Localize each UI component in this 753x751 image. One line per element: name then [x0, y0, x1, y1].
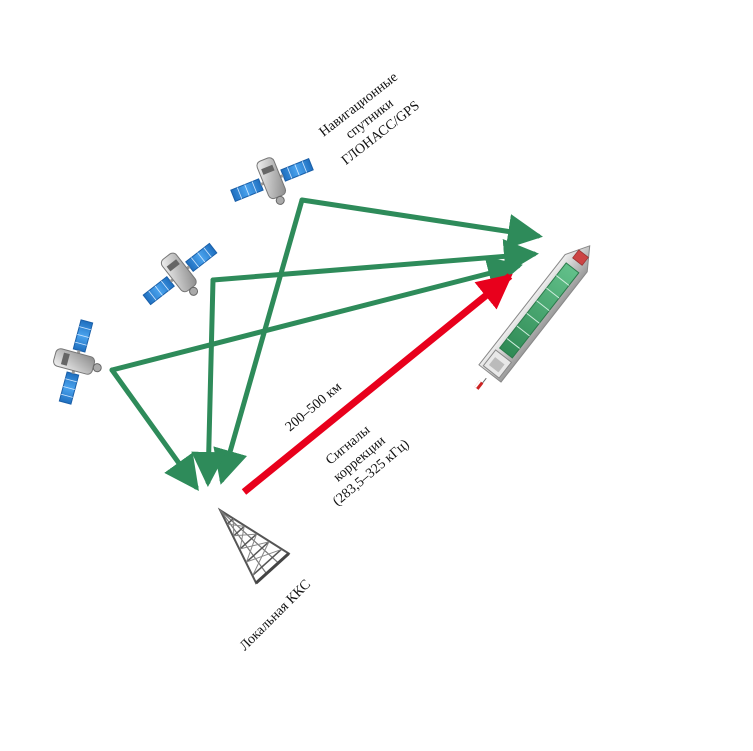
link-sat1-ship: [299, 197, 543, 249]
link-sat2-station: [191, 277, 227, 487]
satellites-label: Навигационные спутники ГЛОНАСС/GPS: [317, 70, 423, 168]
link-sat2-ship: [210, 238, 539, 283]
distance-label: 200–500 км: [283, 380, 345, 435]
satellite-icon: [142, 242, 218, 306]
link-sat3-ship: [109, 256, 523, 373]
satellite-icon: [230, 157, 314, 205]
station-label: Локальная ККС: [237, 577, 314, 654]
correction-link: [241, 273, 513, 495]
ship-icon: [474, 245, 591, 390]
satellite-icon: [53, 319, 102, 405]
tower-icon: [217, 507, 291, 585]
link-sat1-station: [213, 197, 305, 485]
link-sat3-station: [109, 367, 199, 492]
satellite-links: [109, 197, 543, 492]
